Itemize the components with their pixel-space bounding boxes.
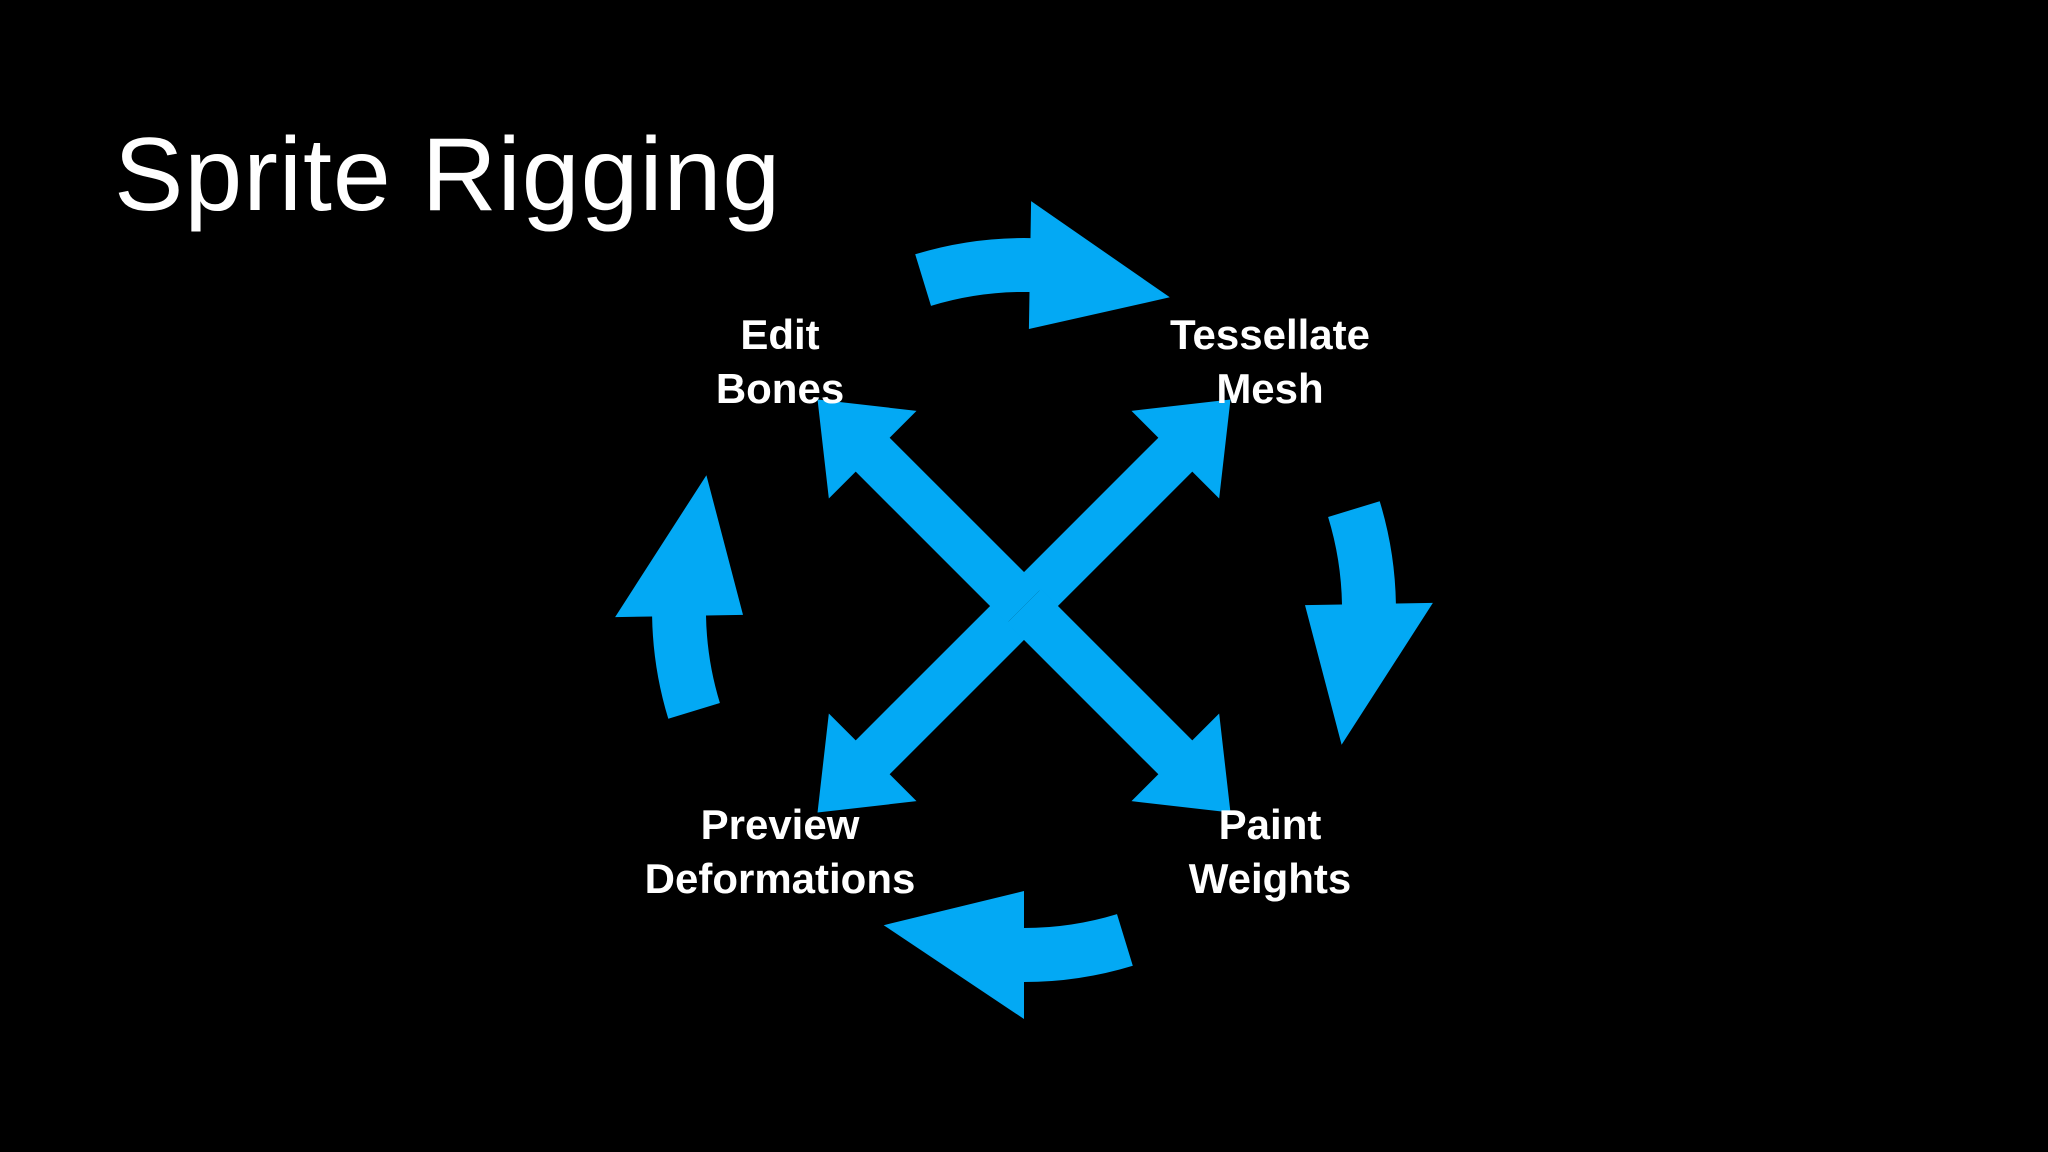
center-arrow-edit-paint-head-start xyxy=(817,399,1041,623)
node-tessellate-mesh-line-1: Tessellate xyxy=(1169,311,1370,358)
node-preview-deformations-line-1: Preview xyxy=(700,801,860,848)
center-arrow-edit-paint xyxy=(817,399,1231,813)
cycle-arrow-tessellate-to-paint xyxy=(1305,501,1433,745)
arrows-layer xyxy=(615,201,1433,1019)
cycle-arrow-edit-to-tessellate xyxy=(915,201,1170,329)
center-arrow-tessellate-preview-head-start xyxy=(817,604,1026,813)
node-preview-deformations: Preview Deformations xyxy=(600,798,960,906)
cycle-arrow-paint-to-preview xyxy=(883,891,1133,1019)
node-edit-bones: Edit Bones xyxy=(600,308,960,416)
node-edit-bones-line-2: Bones xyxy=(715,365,845,412)
center-arrow-edit-paint-head-end xyxy=(1007,589,1231,813)
slide-title: Sprite Rigging xyxy=(114,117,782,233)
node-paint-weights-line-2: Weights xyxy=(1188,855,1352,902)
node-preview-deformations-line-2: Deformations xyxy=(644,855,916,902)
node-tessellate-mesh-line-2: Mesh xyxy=(1216,365,1324,412)
cycle-arrow-preview-to-edit xyxy=(615,475,743,719)
node-paint-weights: Paint Weights xyxy=(1090,798,1450,906)
node-edit-bones-line-1: Edit xyxy=(740,311,820,358)
center-arrow-tessellate-preview-head-end xyxy=(1022,399,1231,608)
node-paint-weights-line-1: Paint xyxy=(1218,801,1322,848)
center-arrow-tessellate-preview xyxy=(817,399,1231,813)
node-tessellate-mesh: Tessellate Mesh xyxy=(1090,308,1450,416)
